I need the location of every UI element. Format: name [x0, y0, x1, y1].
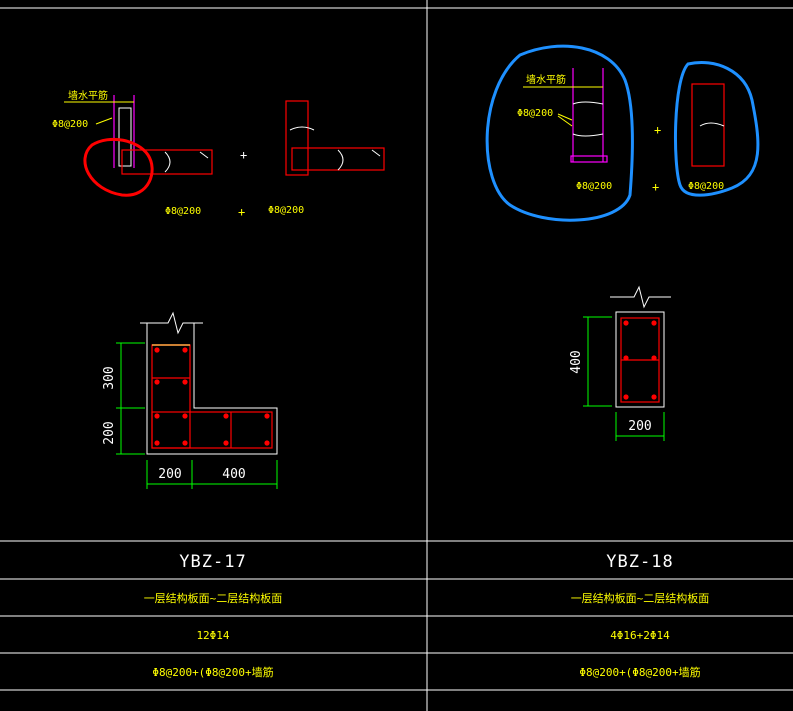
- bar-dot: [223, 440, 229, 446]
- ybz17-stirrup-detail-1: 墙水平筋 Φ8@200 +: [52, 89, 247, 175]
- ybz18-stirrup-detail-2: Φ8@200: [688, 83, 725, 192]
- dim-width-right: 400: [222, 467, 245, 482]
- plus-sign-2: +: [652, 180, 659, 194]
- bar-dot: [154, 347, 160, 353]
- rebar-outline-horizontal: [291, 147, 385, 171]
- callout-leader: [557, 113, 573, 127]
- bar-dot: [154, 379, 160, 385]
- stirrup-callout: Φ8@200: [52, 119, 88, 130]
- bar-dot: [651, 394, 657, 400]
- bar-dot: [182, 379, 188, 385]
- callout-leader: [95, 117, 113, 125]
- dim-vertical: [116, 342, 145, 455]
- section-outline: [615, 311, 665, 408]
- rebar-outline-vertical: [285, 100, 309, 176]
- bottom-bar: [570, 155, 608, 163]
- bar-dot: [223, 413, 229, 419]
- stirrup-label-2: Φ8@200: [688, 181, 724, 192]
- dim-horizontal: [146, 460, 278, 489]
- stirrup-hooks: [572, 101, 604, 137]
- dim-height-top: 300: [102, 366, 117, 389]
- hook-mark: [699, 122, 725, 127]
- rebar-outline-horizontal: [121, 149, 213, 175]
- note-wall-horizontal-bar: 墙水平筋: [526, 73, 566, 86]
- note-wall-horizontal-bar: 墙水平筋: [68, 89, 108, 102]
- dim-vertical: [583, 316, 612, 407]
- rebar-dots: [623, 320, 657, 400]
- ybz18-longitudinal-bars: 4Φ16+2Φ14: [610, 629, 670, 642]
- bar-dot: [623, 320, 629, 326]
- plus-sign-1: +: [240, 148, 247, 162]
- hook-tick: [371, 149, 381, 157]
- rebar-cage-vertical: [151, 344, 191, 449]
- ybz18-section: 400 200: [569, 285, 671, 441]
- bar-dot: [154, 440, 160, 446]
- bar-dot: [182, 413, 188, 419]
- bar-dot: [623, 355, 629, 361]
- hook-mark-right: [337, 149, 344, 171]
- rebar-outline: [691, 83, 725, 167]
- ybz18-stirrup-detail-1: 墙水平筋 Φ8@200 + Φ8@200 +: [517, 68, 661, 194]
- hook-mark: [164, 151, 171, 173]
- bar-dot: [264, 440, 270, 446]
- rebar-dots: [154, 347, 270, 446]
- break-line: [610, 285, 671, 309]
- stirrup-box: [118, 107, 132, 167]
- section-outline: [146, 323, 278, 455]
- bar-dot: [623, 394, 629, 400]
- rebar-cage-horizontal: [151, 411, 273, 449]
- ybz17-stirrup-detail-2: [285, 100, 385, 176]
- annotation-red-circle: [83, 137, 154, 197]
- stirrup-callout: Φ8@200: [517, 108, 553, 119]
- ybz17-stirrups: Φ8@200+(Φ8@200+墙筋: [152, 665, 273, 679]
- ybz17-plus-sign-2: +: [238, 205, 245, 219]
- dim-width: 200: [628, 419, 651, 434]
- bar-dot: [154, 413, 160, 419]
- hook-mark-top: [289, 126, 315, 131]
- bar-dot: [182, 347, 188, 353]
- dim-height: 400: [569, 350, 584, 373]
- stirrup-label-1: Φ8@200: [576, 181, 612, 192]
- ybz18-location: 一层结构板面~二层结构板面: [571, 591, 710, 605]
- plus-sign-1: +: [654, 123, 661, 137]
- ybz18-stirrups: Φ8@200+(Φ8@200+墙筋: [579, 665, 700, 679]
- ybz18-name: YBZ-18: [606, 552, 673, 572]
- bar-dot: [651, 320, 657, 326]
- ybz17-stirrup-label-2: Φ8@200: [268, 205, 304, 216]
- bar-dot: [651, 355, 657, 361]
- ybz17-stirrup-label-1: Φ8@200: [165, 206, 201, 217]
- dim-height-bottom: 200: [102, 421, 117, 444]
- ybz17-location: 一层结构板面~二层结构板面: [144, 591, 283, 605]
- bar-dot: [264, 413, 270, 419]
- annotation-blue-circle-left: [485, 44, 634, 222]
- break-line: [140, 311, 203, 335]
- ybz17-section: 300 200 200 400: [102, 311, 278, 489]
- bar-dot: [182, 440, 188, 446]
- ybz17-longitudinal-bars: 12Φ14: [196, 629, 229, 642]
- dim-width-left: 200: [158, 467, 181, 482]
- annotation-blue-circle-right: [673, 61, 760, 197]
- ybz17-name: YBZ-17: [179, 552, 246, 572]
- hook-tick: [199, 151, 209, 159]
- dim-horizontal: [615, 412, 665, 441]
